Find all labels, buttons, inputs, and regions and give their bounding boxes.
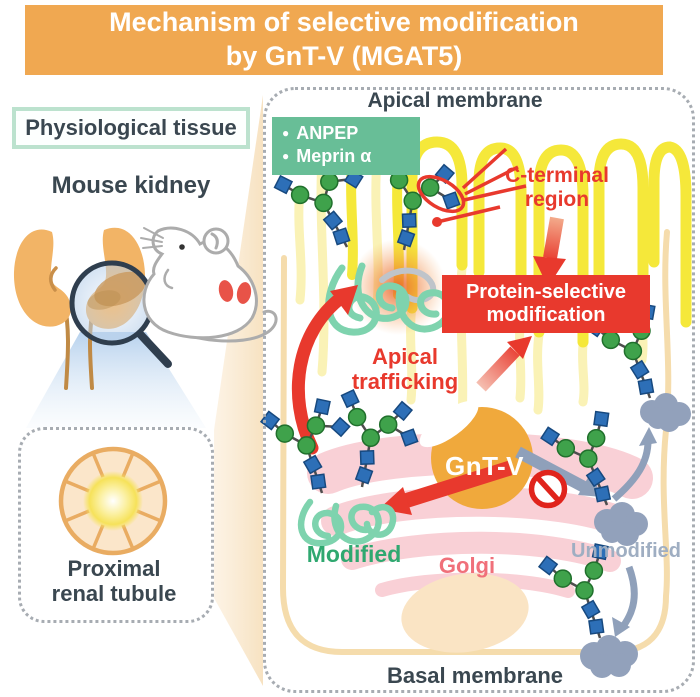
magnifier-beam: [26, 332, 206, 428]
tissue-label: Physiological tissue: [12, 107, 250, 149]
figure-title: Mechanism of selective modification by G…: [25, 5, 663, 75]
unmodified-label: Unmodified: [571, 540, 681, 562]
cell-outline: [279, 229, 672, 655]
legend-box: ● ANPEP ● Meprin α: [272, 117, 420, 175]
c-terminal-label: C-terminal region: [505, 164, 609, 212]
tubule-box: [18, 427, 214, 623]
cterminal-highlight: [416, 147, 527, 227]
cell-panel-border: [263, 87, 695, 693]
modified-protein: [297, 498, 397, 547]
zoom-cone: [214, 95, 263, 686]
legend-item-anpep: ● ANPEP: [282, 122, 420, 145]
selective-modification-box: Protein-selective modification: [442, 275, 650, 333]
unmodified-protein: [580, 393, 691, 678]
prohibition-icon: [528, 469, 568, 509]
title-line1: Mechanism of selective modification: [109, 7, 579, 38]
arrow-unmodified-down: [612, 565, 638, 637]
tubule-label: Proximal renal tubule: [51, 556, 177, 607]
apical-trafficking-label: Apical trafficking: [351, 344, 459, 395]
modified-label: Modified: [306, 541, 402, 567]
arrow-unmodified-up: [611, 427, 657, 502]
title-line2: by GnT-V (MGAT5): [225, 41, 463, 71]
legend-label: Meprin α: [296, 146, 372, 167]
legend-bullet-icon: ●: [282, 125, 290, 140]
nucleus: [401, 573, 529, 653]
apical-membrane-label: Apical membrane: [367, 89, 543, 112]
arrow-to-selective-box: [476, 336, 532, 392]
arrow-cterminal-down: [533, 216, 566, 287]
legend-label: ANPEP: [296, 123, 359, 143]
mouse-illustration: [140, 226, 278, 343]
mouse-kidneys: [218, 280, 252, 304]
organ-label: Mouse kidney: [51, 172, 211, 199]
gntv-label: GnT-V: [444, 451, 525, 481]
tubule-wheel: [58, 446, 168, 556]
basal-membrane-label: Basal membrane: [386, 663, 564, 688]
legend-bullet-icon: ●: [282, 149, 290, 164]
arrow-apical-trafficking: [291, 285, 358, 455]
legend-item-meprin: ● Meprin α: [282, 145, 420, 168]
golgi-label: Golgi: [438, 553, 496, 578]
